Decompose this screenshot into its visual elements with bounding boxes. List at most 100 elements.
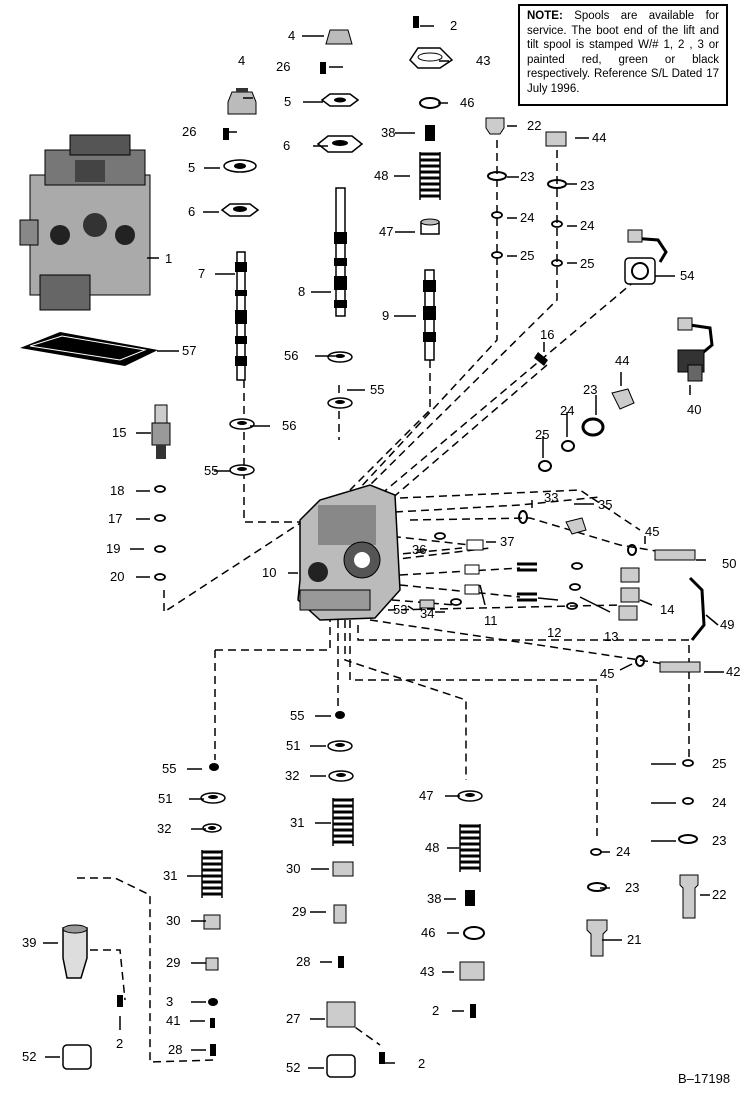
callout-35: 35 — [598, 497, 612, 512]
callout-57: 57 — [182, 343, 196, 358]
callout-50: 50 — [722, 556, 736, 571]
callout-52: 52 — [286, 1060, 300, 1075]
callout-46: 46 — [460, 95, 474, 110]
callout-2: 2 — [432, 1003, 439, 1018]
callout-41: 41 — [166, 1013, 180, 1028]
callout-45: 45 — [645, 524, 659, 539]
callout-22: 22 — [527, 118, 541, 133]
note-text: Spools are available for service. The bo… — [527, 10, 719, 95]
callout-42: 42 — [726, 664, 740, 679]
lower-column-1 — [200, 763, 226, 1056]
harness-parts — [624, 229, 714, 382]
spool-column-1 — [220, 88, 260, 476]
plug-stack-left — [151, 404, 171, 581]
callout-16: 16 — [540, 327, 554, 342]
callout-56: 56 — [282, 418, 296, 433]
callout-28: 28 — [296, 954, 310, 969]
callout-2: 2 — [418, 1056, 425, 1071]
callout-23: 23 — [625, 880, 639, 895]
callout-44: 44 — [592, 130, 606, 145]
relief-columns-upper — [485, 117, 567, 267]
callout-39: 39 — [22, 935, 36, 950]
callout-23: 23 — [580, 178, 594, 193]
lower-relief-columns — [586, 759, 699, 957]
callout-47: 47 — [419, 788, 433, 803]
valve-body-10 — [297, 484, 401, 621]
callout-44: 44 — [615, 353, 629, 368]
spool-column-3 — [409, 16, 454, 361]
callout-11: 11 — [484, 613, 498, 628]
callout-43: 43 — [420, 964, 434, 979]
boot-kit-57 — [20, 332, 158, 366]
callout-55: 55 — [204, 463, 218, 478]
callout-56: 56 — [284, 348, 298, 363]
callout-18: 18 — [110, 483, 124, 498]
callout-47: 47 — [379, 224, 393, 239]
note-label: NOTE: — [527, 10, 563, 22]
callout-33: 33 — [544, 490, 558, 505]
callout-52: 52 — [22, 1049, 36, 1064]
callout-37: 37 — [500, 534, 514, 549]
callout-36: 36 — [412, 542, 426, 557]
callout-3: 3 — [166, 994, 173, 1009]
callout-45: 45 — [600, 666, 614, 681]
callout-10: 10 — [262, 565, 276, 580]
callout-38: 38 — [381, 125, 395, 140]
callout-14: 14 — [660, 602, 674, 617]
callout-17: 17 — [108, 511, 122, 526]
callout-19: 19 — [106, 541, 120, 556]
callout-25: 25 — [712, 756, 726, 771]
callout-30: 30 — [286, 861, 300, 876]
callout-2: 2 — [450, 18, 457, 33]
callout-2: 2 — [116, 1036, 123, 1051]
callout-leaders — [43, 25, 724, 1069]
callout-1: 1 — [165, 251, 172, 266]
callout-54: 54 — [680, 268, 694, 283]
callout-31: 31 — [290, 815, 304, 830]
callout-30: 30 — [166, 913, 180, 928]
callout-24: 24 — [520, 210, 534, 225]
callout-27: 27 — [286, 1011, 300, 1026]
callout-29: 29 — [292, 904, 306, 919]
callout-55: 55 — [290, 708, 304, 723]
callout-12: 12 — [547, 625, 561, 640]
callout-51: 51 — [286, 738, 300, 753]
callout-31: 31 — [163, 868, 177, 883]
callout-55: 55 — [370, 382, 384, 397]
callout-49: 49 — [720, 617, 734, 632]
callout-13: 13 — [604, 629, 618, 644]
callout-26: 26 — [182, 124, 196, 139]
callout-labels: 1 2 2 2 2 3 4 4 5 5 6 6 7 8 9 10 11 12 1… — [22, 18, 740, 1075]
callout-48: 48 — [425, 840, 439, 855]
callout-23: 23 — [583, 382, 597, 397]
callout-8: 8 — [298, 284, 305, 299]
callout-28: 28 — [168, 1042, 182, 1057]
callout-6: 6 — [188, 204, 195, 219]
callout-25: 25 — [580, 256, 594, 271]
callout-55: 55 — [162, 761, 176, 776]
callout-43: 43 — [476, 53, 490, 68]
callout-24: 24 — [580, 218, 594, 233]
callout-21: 21 — [627, 932, 641, 947]
callout-4: 4 — [238, 53, 245, 68]
callout-24: 24 — [712, 795, 726, 810]
callout-20: 20 — [110, 569, 124, 584]
callout-53: 53 — [393, 602, 407, 617]
callout-24: 24 — [560, 403, 574, 418]
callout-25: 25 — [535, 427, 549, 442]
callout-4: 4 — [288, 28, 295, 43]
callout-29: 29 — [166, 955, 180, 970]
callout-34: 34 — [420, 606, 434, 621]
callout-40: 40 — [687, 402, 701, 417]
valve-assembly-image — [19, 134, 151, 311]
lower-left-parts — [62, 924, 123, 1070]
callout-51: 51 — [158, 791, 172, 806]
callout-7: 7 — [198, 266, 205, 281]
callout-24: 24 — [616, 844, 630, 859]
callout-23: 23 — [520, 169, 534, 184]
callout-46: 46 — [421, 925, 435, 940]
lower-column-2 — [326, 711, 385, 1078]
callout-5: 5 — [284, 94, 291, 109]
